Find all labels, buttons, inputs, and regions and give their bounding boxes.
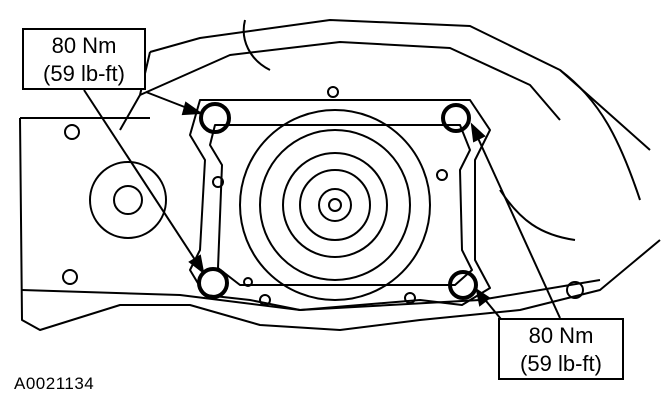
- torque-metric: 80 Nm: [528, 323, 594, 348]
- bearing-inner-ring: [282, 152, 388, 258]
- plate-hole: [404, 292, 416, 304]
- mounting-plate: [189, 99, 491, 311]
- housing-bolt: [64, 124, 80, 140]
- upper-bracket: [139, 41, 561, 121]
- torque-callout-bottom-right: 80 Nm (59 lb-ft): [498, 318, 624, 380]
- housing-bolt: [566, 281, 584, 299]
- housing-bolt: [62, 269, 78, 285]
- torque-imperial: (59 lb-ft): [43, 61, 125, 86]
- plate-hole: [327, 86, 339, 98]
- bearing-mid-ring: [259, 129, 411, 281]
- leader-line: [471, 124, 561, 319]
- plate-hole: [212, 176, 224, 188]
- leader-line: [83, 89, 204, 273]
- plate-inner-edge: [209, 124, 473, 286]
- arrow-head: [181, 101, 203, 116]
- side-boss-inner: [113, 185, 143, 215]
- bolt-bottom-right: [448, 270, 478, 300]
- bolt-top-left: [199, 102, 231, 134]
- shaft-nut: [318, 188, 352, 222]
- figure-id: A0021134: [14, 374, 95, 393]
- arrow-head: [475, 287, 491, 307]
- torque-metric: 80 Nm: [51, 33, 117, 58]
- right-bracket-curve: [499, 189, 576, 241]
- side-boss-outer: [89, 161, 167, 239]
- plate-hole: [436, 169, 448, 181]
- bearing-hub: [299, 169, 371, 241]
- bolt-top-right: [441, 103, 471, 133]
- bolt-bottom-left: [197, 267, 229, 299]
- arrow-head: [188, 254, 205, 275]
- torque-imperial: (59 lb-ft): [520, 351, 602, 376]
- torque-callout-top-left: 80 Nm (59 lb-ft): [22, 28, 146, 90]
- plate-hole: [243, 277, 253, 287]
- arrow-head: [470, 122, 486, 143]
- housing-inner-curve: [242, 19, 641, 201]
- plate-hole: [259, 294, 271, 306]
- shaft-center: [328, 198, 342, 212]
- bearing-outer-ring: [239, 109, 431, 301]
